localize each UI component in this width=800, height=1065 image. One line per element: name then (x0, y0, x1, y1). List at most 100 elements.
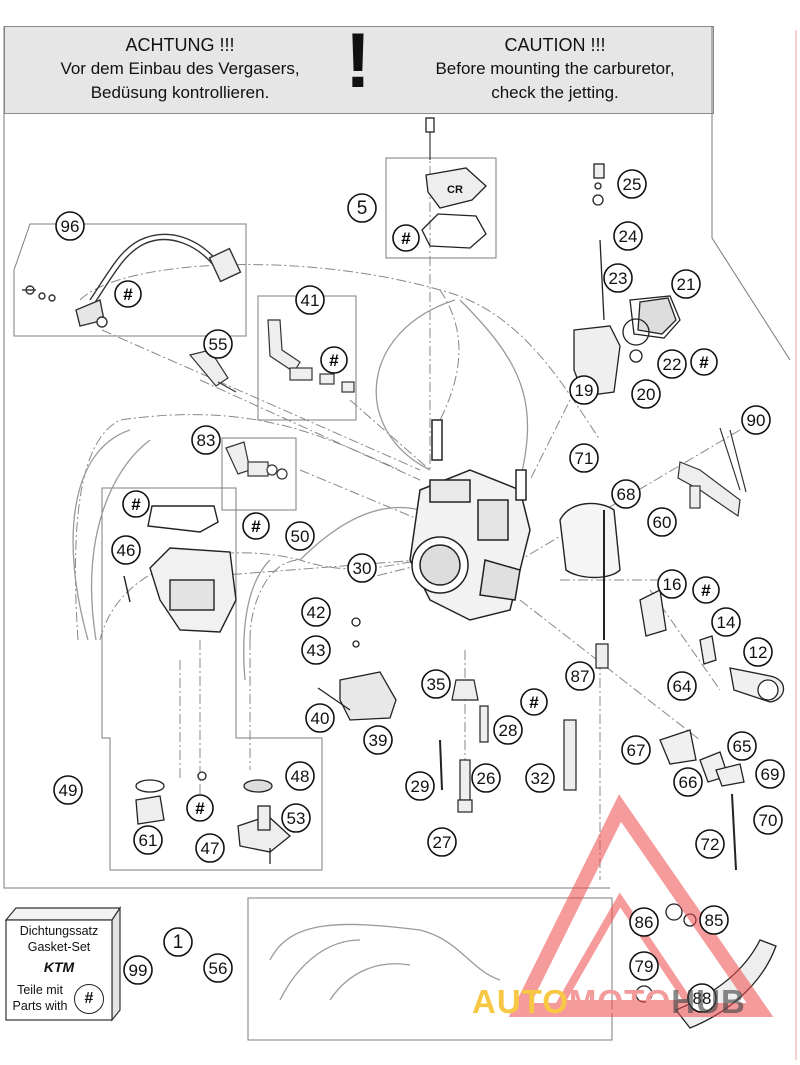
callout-circle (743, 637, 773, 667)
callout-35: 35 (421, 669, 451, 699)
callout-circle (55, 211, 85, 241)
hose-fitting (225, 441, 288, 480)
callout-69: 69 (755, 759, 785, 789)
watermark-part1: AUTO (472, 983, 569, 1020)
callout-43: 43 (301, 635, 331, 665)
callout-number: 64 (673, 677, 692, 696)
callout-circle (203, 329, 233, 359)
callout-66: 66 (673, 767, 703, 797)
assembly-boxes (13, 157, 613, 1041)
callout-number: 85 (705, 911, 724, 930)
parts-with-label-en: Parts with (12, 999, 68, 1013)
hash-marker-circle (692, 576, 720, 604)
callout-circle (657, 349, 687, 379)
callout-50: 50 (285, 521, 315, 551)
callout-circle (285, 761, 315, 791)
callout-number: 16 (663, 575, 682, 594)
callout-21: 21 (671, 269, 701, 299)
callout-circle (667, 671, 697, 701)
callout-40: 40 (305, 703, 335, 733)
hash-marker-symbol: # (123, 285, 133, 304)
callout-25: 25 (617, 169, 647, 199)
callout-83: 83 (191, 425, 221, 455)
caution-line1-en: Before mounting the carburetor, (435, 59, 675, 78)
caution-title-de: ACHTUNG !!! (125, 35, 235, 55)
callout-number: 12 (749, 643, 768, 662)
gasket-set-box (4, 906, 122, 1022)
watermark-text: AUTOMOTOHUB (472, 983, 746, 1021)
callout-circle (363, 725, 393, 755)
callout-39: 39 (363, 725, 393, 755)
callout-number: 1 (173, 932, 184, 953)
callout-circle (53, 775, 83, 805)
callout-circle (421, 669, 451, 699)
callout-number: 60 (653, 513, 672, 532)
callout-12: 12 (743, 637, 773, 667)
callout-24: 24 (613, 221, 643, 251)
hash-marker-circle (392, 224, 420, 252)
callout-circle (755, 759, 785, 789)
heater-unit (317, 617, 397, 721)
callout-circle (699, 905, 729, 935)
throttle-sensor-cable (22, 233, 242, 328)
callout-29: 29 (405, 771, 435, 801)
callout-28: 28 (493, 715, 523, 745)
callout-number: 14 (717, 613, 736, 632)
callout-circle (305, 703, 335, 733)
callout-90: 90 (741, 405, 771, 435)
callout-20: 20 (631, 379, 661, 409)
callout-48: 48 (285, 761, 315, 791)
hash-marker-circle (122, 490, 150, 518)
callout-number: 30 (353, 559, 372, 578)
callout-number: 83 (197, 431, 216, 450)
callout-number: 24 (619, 227, 638, 246)
callout-circle (647, 507, 677, 537)
callout-circle (347, 193, 377, 223)
caution-title-en: CAUTION !!! (504, 35, 606, 55)
watermark-part3: HUB (671, 983, 746, 1020)
callout-number: 68 (617, 485, 636, 504)
callout-number: 32 (531, 769, 550, 788)
callout-85: 85 (699, 905, 729, 935)
callout-circle (671, 269, 701, 299)
hash-marker-symbol: # (195, 799, 205, 818)
callout-circle (195, 833, 225, 863)
parts-with-label-de: Teile mit (17, 983, 63, 997)
callout-number: 39 (369, 731, 388, 750)
callout-number: 19 (575, 381, 594, 400)
hash-marker-symbol: # (401, 229, 411, 248)
callout-5: 5 (347, 193, 377, 223)
callout-circle (427, 827, 457, 857)
callout-72: 72 (695, 829, 725, 859)
callout-number: 90 (747, 411, 766, 430)
callout-circle (191, 425, 221, 455)
callout-circle (123, 955, 153, 985)
callout-circle (753, 805, 783, 835)
hash-marker: # (392, 224, 420, 252)
callout-circle (285, 521, 315, 551)
callout-circle (565, 661, 595, 691)
callout-number: 69 (761, 765, 780, 784)
callout-79: 79 (629, 951, 659, 981)
hash-marker: # (114, 280, 142, 308)
callout-circle (617, 169, 647, 199)
callout-number: 65 (733, 737, 752, 756)
callout-19: 19 (569, 375, 599, 405)
watermark-logo (508, 794, 774, 1017)
ktm-logo: KTM (43, 959, 75, 975)
callout-16: 16 (657, 569, 687, 599)
callout-67: 67 (621, 735, 651, 765)
callout-circle (301, 635, 331, 665)
hash-marker: # (692, 576, 720, 604)
callout-circle (347, 553, 377, 583)
callout-circle (613, 221, 643, 251)
callout-circle (203, 953, 233, 983)
top-cap-assembly: CR (421, 117, 487, 249)
callout-61: 61 (133, 825, 163, 855)
cap-label: CR (447, 184, 463, 196)
callout-number: 99 (129, 961, 148, 980)
hash-marker: # (242, 512, 270, 540)
callout-circle (111, 535, 141, 565)
hash-marker: # (186, 794, 214, 822)
callout-circle (695, 829, 725, 859)
